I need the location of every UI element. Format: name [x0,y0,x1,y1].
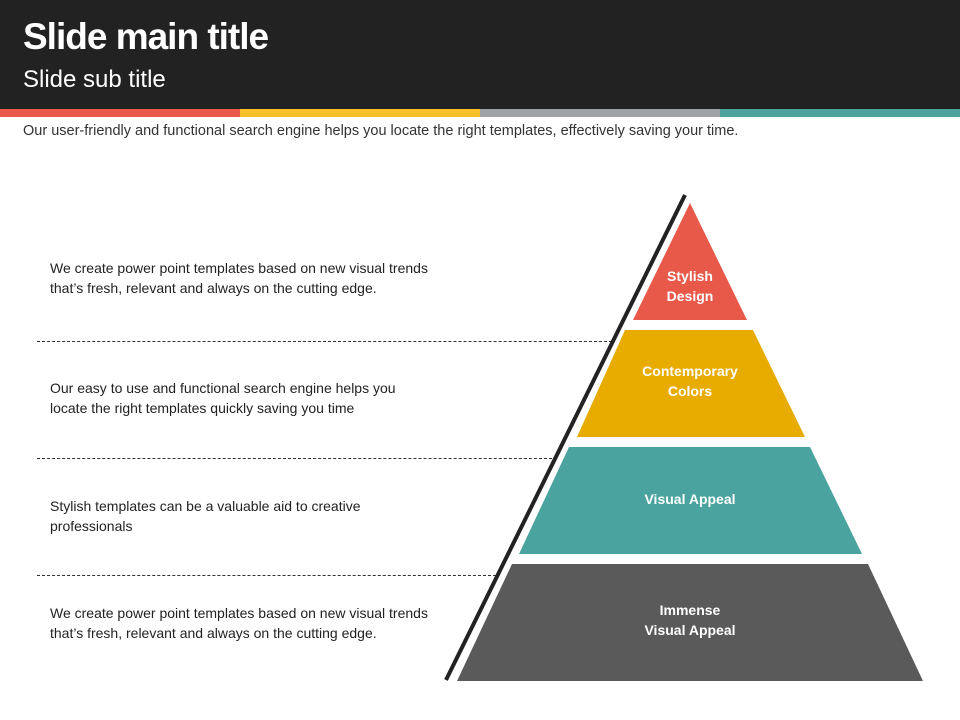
divider-2 [37,458,552,459]
slide-title: Slide main title [23,16,269,57]
pyramid-level-4 [457,564,923,681]
pyramid-level-1 [633,203,747,320]
accent-bar-gray [480,109,720,117]
description-3: Stylish templates can be a valuable aid … [50,498,361,534]
divider-3 [37,575,496,576]
accent-bar-yellow [240,109,480,117]
accent-bar-teal [720,109,960,117]
level-3-label: Visual Appeal [644,491,736,507]
divider-1 [37,341,612,342]
pyramid-edge-line [444,194,687,681]
description-2: Our easy to use and functional search en… [50,380,396,416]
accent-bar-red [0,109,240,117]
pyramid-level-2 [577,330,805,437]
intro-text: Our user-friendly and functional search … [23,123,739,139]
description-1: We create power point templates based on… [50,260,428,296]
pyramid-level-3 [519,447,862,554]
slide-subtitle: Slide sub title [23,66,166,93]
header: Slide main title Slide sub title [0,0,960,109]
description-4: We create power point templates based on… [50,605,428,641]
